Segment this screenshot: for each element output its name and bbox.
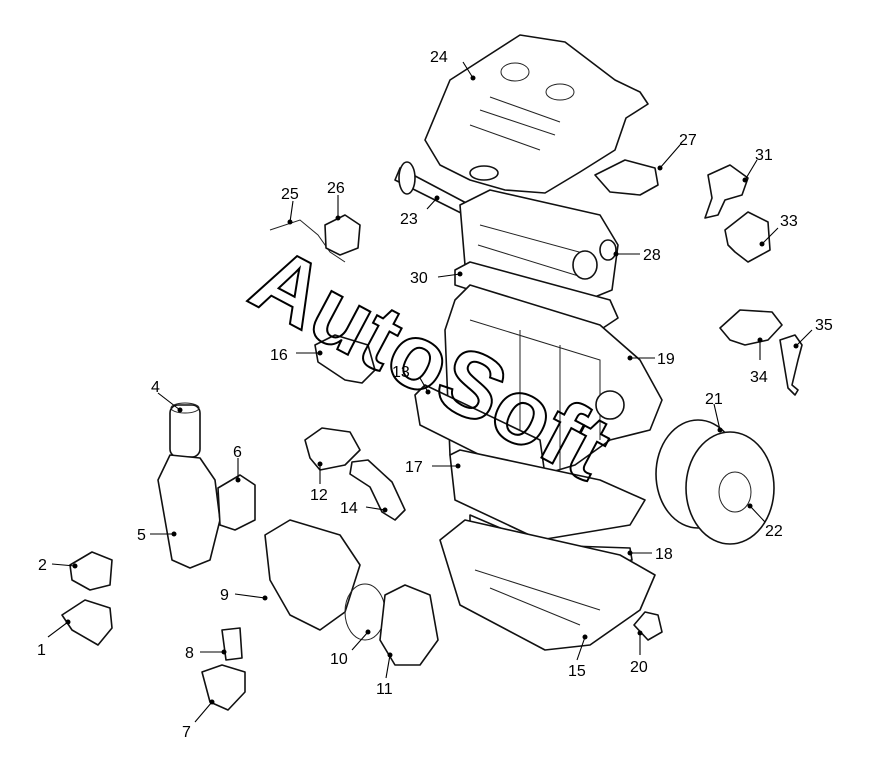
- sensor-20-part: [633, 611, 663, 641]
- cap-8-part: [221, 627, 243, 661]
- callout-6: 6: [233, 444, 242, 461]
- callout-8: 8: [185, 645, 194, 662]
- callout-25: 25: [281, 186, 299, 203]
- thermostat-12-part: [304, 427, 361, 471]
- callout-15: 15: [568, 663, 586, 680]
- callout-4: 4: [151, 379, 160, 396]
- callout-24: 24: [430, 49, 448, 66]
- callout-13: 13: [392, 364, 410, 381]
- callout-31: 31: [755, 147, 773, 164]
- callout-22: 22: [765, 523, 783, 540]
- oil-cooler-part: [217, 474, 256, 531]
- callout-30: 30: [410, 270, 428, 287]
- oil-filter-housing-part: [157, 454, 221, 569]
- sensor-31-part: [704, 164, 749, 219]
- callout-26: 26: [327, 180, 345, 197]
- engine-cover-part: [424, 34, 649, 194]
- oil-filter-part: [169, 402, 201, 458]
- flywheel-clutch-part: [655, 419, 775, 545]
- upper-oil-pan-part: [449, 449, 646, 541]
- callout-9: 9: [220, 587, 229, 604]
- connector-7-part: [201, 664, 246, 711]
- callout-17: 17: [405, 459, 423, 476]
- callout-7: 7: [182, 724, 191, 741]
- sensor-35-part: [779, 334, 803, 396]
- sensor-wiring-part: [269, 214, 361, 263]
- callout-35: 35: [815, 317, 833, 334]
- mount-2-part: [69, 551, 113, 591]
- cover-11-part: [379, 584, 439, 666]
- pump-34-part: [719, 309, 783, 346]
- callout-11: 11: [376, 681, 393, 698]
- oil-pan-part: [439, 519, 656, 651]
- callout-2: 2: [38, 557, 47, 574]
- callout-10: 10: [330, 651, 348, 668]
- bracket-1-part: [61, 599, 113, 646]
- hose-14-part: [349, 459, 406, 521]
- callout-18: 18: [655, 546, 673, 563]
- callout-16: 16: [270, 347, 288, 364]
- callout-21: 21: [705, 391, 723, 408]
- sensor-27-part: [594, 159, 659, 196]
- callout-1: 1: [37, 642, 46, 659]
- callout-5: 5: [137, 527, 146, 544]
- thermostat-housing-part: [724, 211, 771, 263]
- belt-part: [344, 583, 386, 641]
- callout-12: 12: [310, 487, 328, 504]
- callout-28: 28: [643, 247, 661, 264]
- callout-20: 20: [630, 659, 648, 676]
- callout-23: 23: [400, 211, 418, 228]
- callout-34: 34: [750, 369, 768, 386]
- bracket-16-part: [314, 334, 376, 384]
- callout-19: 19: [657, 351, 675, 368]
- callout-27: 27: [679, 132, 697, 149]
- callout-33: 33: [780, 213, 798, 230]
- leader-lines: [47, 61, 813, 723]
- water-pump-housing-part: [264, 519, 361, 631]
- callout-14: 14: [340, 500, 358, 517]
